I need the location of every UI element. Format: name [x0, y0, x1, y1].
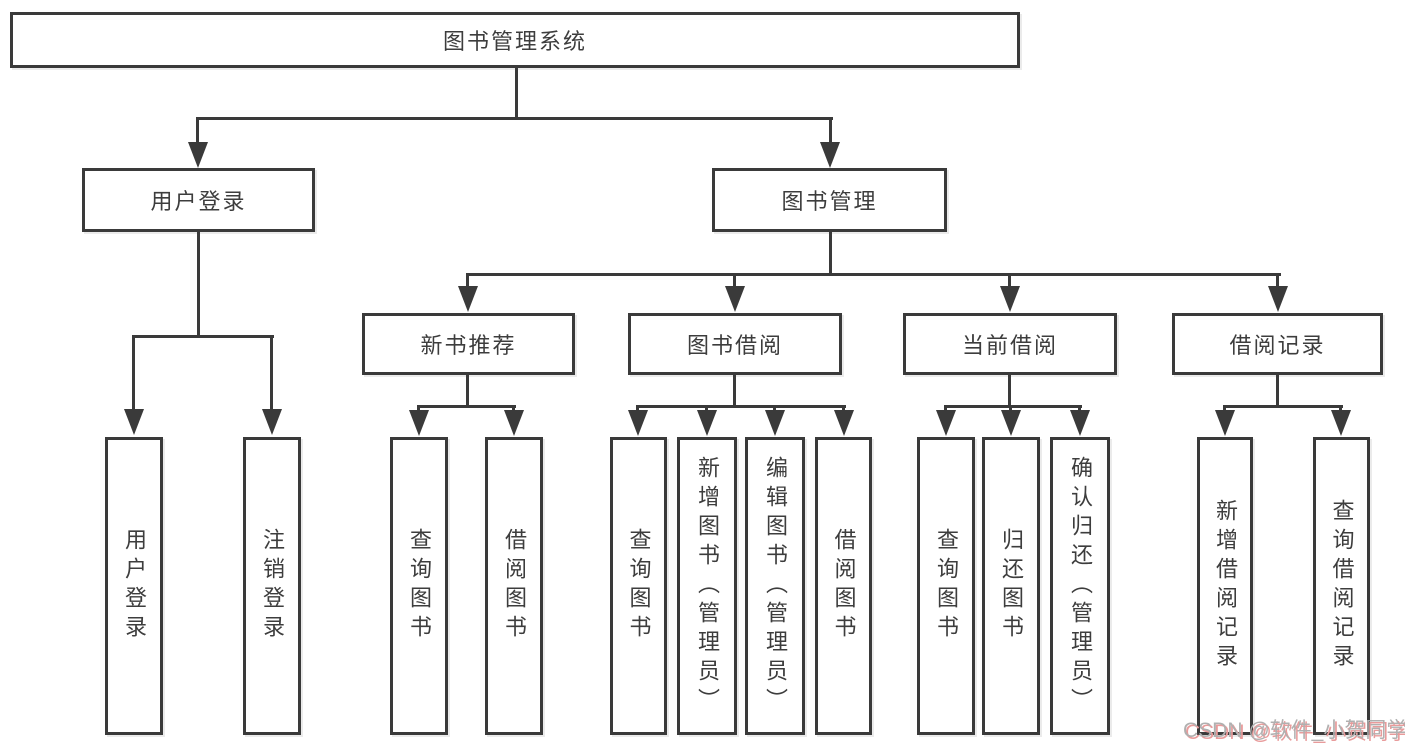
node-book-borrow: 图书借阅	[628, 313, 842, 375]
connector-vline	[705, 405, 708, 413]
leaf-edit-books-admin: 编辑图书（管理员）	[745, 437, 805, 735]
leaf-borrow-books: 借阅图书	[485, 437, 543, 735]
connector-vline	[1009, 405, 1012, 413]
node-label: 查询借阅记录	[1329, 499, 1355, 673]
connector-vline	[1276, 273, 1279, 289]
node-borrow-records: 借阅记录	[1172, 313, 1383, 375]
leaf-query-books: 查询图书	[610, 437, 667, 735]
connector-hline	[1225, 405, 1343, 408]
node-label: 查询图书	[934, 528, 959, 644]
connector-vline	[733, 273, 736, 289]
leaf-logout: 注销登录	[243, 437, 301, 735]
csdn-watermark: CSDN @软件_小贺同学	[1183, 719, 1405, 742]
node-label: 借阅图书	[831, 528, 857, 644]
node-label: 归还图书	[999, 528, 1024, 644]
connector-hline	[133, 335, 274, 338]
arrow-down-icon	[458, 286, 478, 312]
node-label: 注销登录	[260, 528, 285, 644]
node-book-management: 图书管理	[712, 168, 947, 232]
connector-vline	[512, 405, 515, 413]
connector-vline	[132, 335, 135, 411]
arrow-down-icon	[697, 410, 717, 436]
arrow-down-icon	[628, 410, 648, 436]
leaf-query-books: 查询图书	[917, 437, 975, 735]
node-label: 查询图书	[626, 528, 652, 644]
arrow-down-icon	[834, 410, 854, 436]
arrow-down-icon	[725, 286, 745, 312]
node-user-login: 用户登录	[82, 168, 315, 232]
connector-hline	[419, 405, 516, 408]
node-label: 确认归还（管理员）	[1068, 455, 1093, 717]
connector-vline	[773, 405, 776, 413]
leaf-user-login: 用户登录	[105, 437, 163, 735]
connector-vline	[466, 373, 469, 407]
node-root-library-system: 图书管理系统	[10, 12, 1020, 68]
node-label: 新书推荐	[420, 333, 517, 358]
connector-vline	[842, 405, 845, 413]
connector-vline	[515, 66, 518, 119]
connector-vline	[636, 405, 639, 413]
connector-vline	[829, 230, 832, 276]
connector-hline	[197, 117, 833, 120]
node-label: 用户登录	[122, 528, 147, 644]
connector-vline	[1223, 405, 1226, 413]
node-label: 借阅记录	[1229, 333, 1326, 358]
arrow-down-icon	[936, 410, 956, 436]
connector-vline	[1276, 373, 1279, 407]
node-label: 用户登录	[150, 189, 247, 214]
node-label: 图书管理系统	[442, 29, 587, 54]
leaf-add-books-admin: 新增图书（管理员）	[677, 437, 737, 735]
node-label: 新增借阅记录	[1213, 499, 1238, 673]
connector-vline	[196, 117, 199, 145]
node-label: 借阅图书	[502, 528, 527, 644]
arrow-down-icon	[188, 142, 208, 168]
leaf-query-books: 查询图书	[390, 437, 448, 735]
connector-hline	[638, 405, 846, 408]
leaf-borrow-books: 借阅图书	[815, 437, 872, 735]
node-new-book-recommend: 新书推荐	[362, 313, 575, 375]
connector-vline	[829, 117, 832, 145]
arrow-down-icon	[1001, 410, 1021, 436]
node-label: 查询图书	[407, 528, 432, 644]
connector-vline	[733, 373, 736, 407]
connector-vline	[270, 335, 273, 411]
connector-vline	[466, 273, 469, 289]
leaf-return-books: 归还图书	[982, 437, 1040, 735]
arrow-down-icon	[1215, 410, 1235, 436]
connector-vline	[1008, 273, 1011, 289]
arrow-down-icon	[124, 409, 144, 435]
node-label: 编辑图书（管理员）	[763, 455, 788, 717]
leaf-confirm-return-admin: 确认归还（管理员）	[1050, 437, 1110, 735]
arrow-down-icon	[765, 410, 785, 436]
connector-vline	[197, 230, 200, 337]
arrow-down-icon	[1000, 286, 1020, 312]
node-current-borrow: 当前借阅	[903, 313, 1117, 375]
node-label: 图书管理	[781, 189, 878, 214]
connector-vline	[1339, 405, 1342, 413]
leaf-add-borrow-record: 新增借阅记录	[1197, 437, 1253, 735]
arrow-down-icon	[262, 409, 282, 435]
connector-hline	[468, 273, 1281, 276]
arrow-down-icon	[1070, 410, 1090, 436]
connector-vline	[1008, 373, 1011, 407]
arrow-down-icon	[409, 410, 429, 436]
connector-vline	[944, 405, 947, 413]
arrow-down-icon	[1331, 410, 1351, 436]
connector-vline	[417, 405, 420, 413]
leaf-query-borrow-record: 查询借阅记录	[1313, 437, 1370, 735]
node-label: 图书借阅	[686, 333, 783, 358]
connector-vline	[1078, 405, 1081, 413]
node-label: 当前借阅	[961, 333, 1058, 358]
arrow-down-icon	[504, 410, 524, 436]
node-label: 新增图书（管理员）	[695, 455, 720, 717]
connector-hline	[944, 405, 1082, 408]
arrow-down-icon	[820, 142, 840, 168]
arrow-down-icon	[1268, 286, 1288, 312]
